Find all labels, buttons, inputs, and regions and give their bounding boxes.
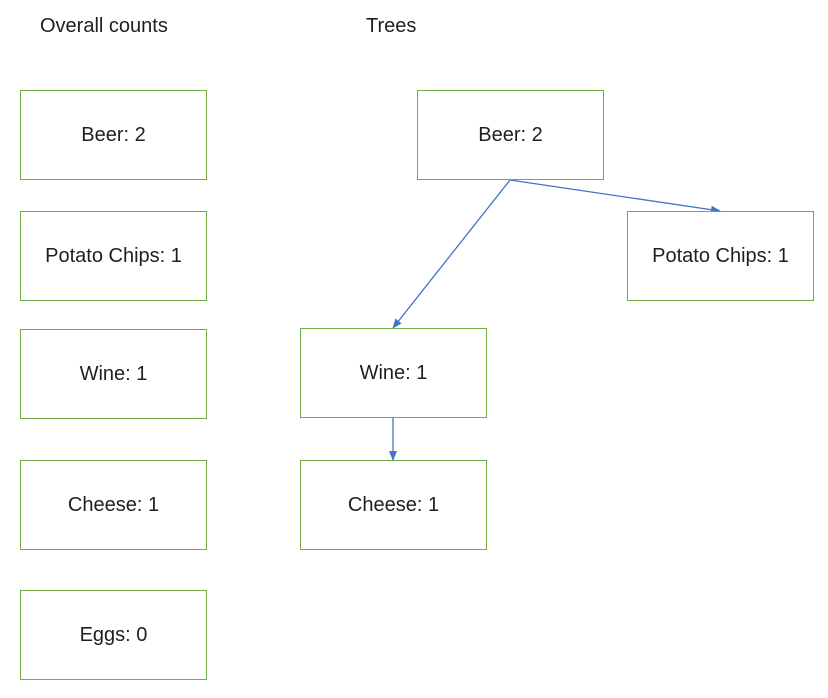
tree-node-label: Beer: 2: [478, 123, 543, 146]
tree-node-label: Potato Chips: 1: [652, 244, 789, 267]
edge-beer-to-wine: [392, 179, 511, 329]
count-label: Eggs: 0: [79, 623, 148, 646]
overall-counts-heading: Overall counts: [40, 15, 168, 37]
count-box-wine: Wine: 1: [20, 329, 207, 419]
trees-heading: Trees: [366, 15, 417, 37]
count-box-cheese: Cheese: 1: [20, 460, 207, 550]
count-box-eggs: Eggs: 0: [20, 590, 207, 680]
edge-beer-to-potato-chips: [509, 179, 721, 214]
tree-node-potato-chips: Potato Chips: 1: [627, 211, 814, 301]
tree-node-cheese: Cheese: 1: [300, 460, 487, 550]
count-label: Wine: 1: [79, 362, 148, 385]
tree-node-label: Wine: 1: [359, 361, 428, 384]
count-label: Potato Chips: 1: [45, 244, 182, 267]
tree-node-beer: Beer: 2: [417, 90, 604, 180]
count-label: Cheese: 1: [67, 493, 160, 516]
count-label: Beer: 2: [81, 123, 146, 146]
count-box-potato-chips: Potato Chips: 1: [20, 211, 207, 301]
tree-node-wine: Wine: 1: [300, 328, 487, 418]
count-box-beer: Beer: 2: [20, 90, 207, 180]
tree-node-label: Cheese: 1: [347, 493, 440, 516]
